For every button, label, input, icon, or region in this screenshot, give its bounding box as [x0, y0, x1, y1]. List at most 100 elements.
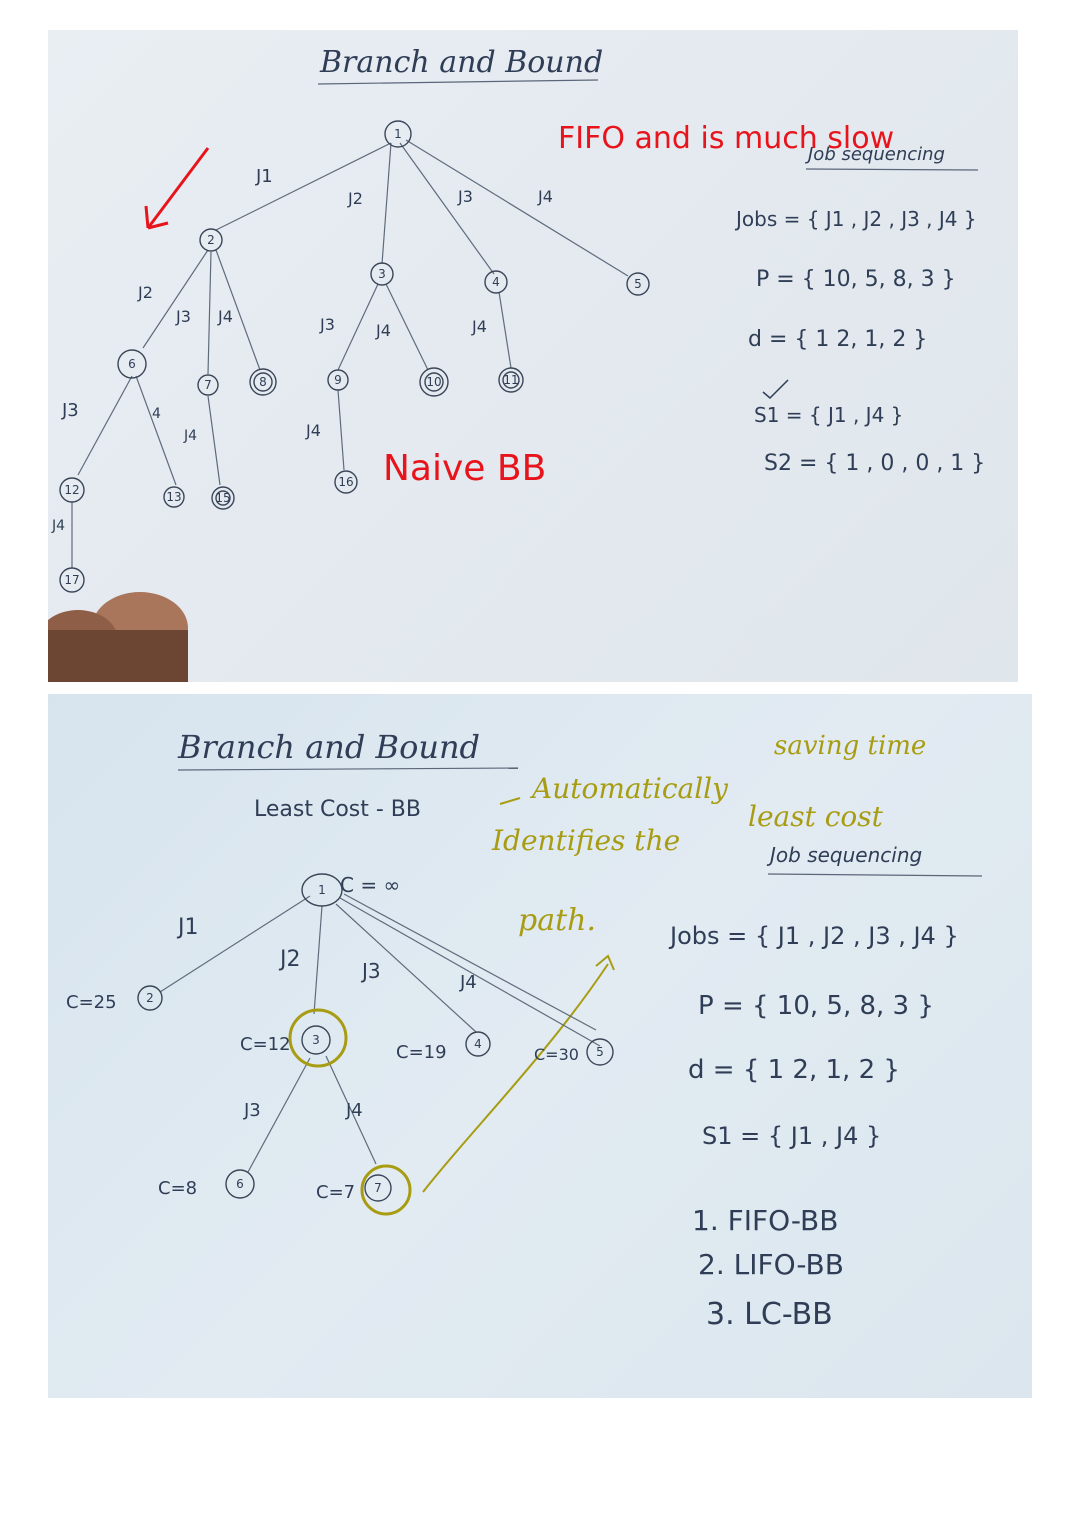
lcbb-tree-diagram: Branch and Bound Least Cost - BB Automat… [66, 728, 983, 1332]
svg-text:17: 17 [64, 573, 79, 587]
presenter-hand [48, 592, 188, 682]
tree-node: 4 [465, 1031, 491, 1057]
tree-node: 7 [360, 1164, 412, 1216]
tree-node: 1 [384, 120, 412, 148]
annotation-dash [499, 797, 521, 805]
svg-text:3: 3 [312, 1033, 320, 1047]
job-sequencing-heading: Job sequencing [766, 843, 922, 867]
tree-node: 5 [586, 1038, 614, 1066]
annotation-automatically: Automatically [529, 772, 729, 805]
edge-label: J2 [278, 947, 301, 972]
svg-text:7: 7 [204, 378, 212, 392]
edge-label: J4 [305, 421, 321, 440]
tree-node: 9 [327, 369, 349, 391]
title-underline [177, 767, 519, 771]
heading-underline [767, 873, 983, 877]
job-sequencing-panel: Job sequencing Jobs = { J1 , J2 , J3 , J… [668, 843, 983, 1332]
edge-label: J3 [360, 959, 381, 983]
svg-text:5: 5 [596, 1045, 604, 1059]
edge-label: J4 [537, 187, 553, 206]
node-costs: C=25 C=12 C=19 C=30 C=8 C=7 [66, 992, 579, 1203]
edge-label: 4 [152, 406, 161, 422]
edge-label: J4 [375, 321, 391, 340]
cost-label: C=19 [396, 1042, 447, 1063]
edge-label: J1 [176, 915, 199, 940]
heading-underline [805, 168, 979, 171]
svg-text:1: 1 [318, 883, 326, 897]
arrowhead-icon [595, 954, 615, 971]
tree-node: 7 [197, 374, 219, 396]
tree-node: 6 [117, 349, 147, 379]
svg-text:16: 16 [338, 475, 353, 489]
jobs-set: Jobs = { J1 , J2 , J3 , J4 } [734, 207, 977, 231]
tree-node: 13 [163, 486, 185, 508]
method-list-item: 1. FIFO-BB [692, 1204, 838, 1237]
tree-node: 2 [137, 985, 163, 1011]
edge-label: J4 [51, 518, 65, 534]
edge-label: J4 [459, 972, 477, 993]
svg-text:12: 12 [64, 483, 79, 497]
svg-text:5: 5 [634, 277, 642, 291]
board1-title: Branch and Bound [319, 45, 603, 80]
checkmark-icon [762, 379, 789, 400]
edge-labels: J1 J2 J3 J4 J2 J3 J4 J3 J4 J4 J3 4 J4 J4… [51, 166, 553, 534]
svg-text:8: 8 [259, 375, 267, 389]
fifo-tree-diagram: Branch and Bound FIFO and is much slow N… [48, 45, 985, 682]
tree-node: 1 [301, 873, 343, 907]
tree-node: 11 [498, 367, 524, 393]
board2-title: Branch and Bound [177, 728, 480, 766]
edge-label: J4 [345, 1100, 363, 1121]
job-sequencing-panel: Job sequencing Jobs = { J1 , J2 , J3 , J… [734, 144, 985, 476]
naive-annotation: Naive BB [383, 448, 546, 489]
solution-vector: S2 = { 1 , 0 , 0 , 1 } [764, 451, 985, 476]
tree-edges [71, 139, 629, 568]
tree-node: 17 [59, 567, 85, 593]
annotation-saving-time: saving time [774, 731, 926, 761]
red-arrow-icon [144, 147, 210, 230]
solution-set: S1 = { J1 , J4 } [702, 1122, 881, 1150]
edge-label: J1 [255, 166, 273, 187]
path-arrow-icon [422, 963, 609, 1193]
edge-label: J4 [471, 317, 487, 336]
board2-subtitle: Least Cost - BB [254, 797, 421, 822]
tree-node: 3 [288, 1008, 348, 1068]
svg-text:11: 11 [503, 373, 518, 387]
svg-text:7: 7 [374, 1181, 382, 1195]
tree-node: 10 [419, 367, 449, 397]
svg-text:3: 3 [378, 267, 386, 281]
annotation-identifies: Identifies the [491, 824, 680, 857]
tree-node: 8 [249, 368, 277, 396]
svg-text:4: 4 [492, 275, 500, 289]
deadline-set: d = { 1 2, 1, 2 } [688, 1055, 900, 1085]
edge-label: J3 [319, 315, 335, 334]
tree-node: 12 [59, 477, 85, 503]
tree-node: 2 [199, 228, 223, 252]
svg-text:1: 1 [394, 127, 402, 141]
edge-label: J2 [137, 283, 153, 302]
method-list-item: 3. LC-BB [706, 1297, 833, 1332]
svg-text:2: 2 [207, 233, 215, 247]
tree-edges [159, 893, 601, 1173]
annotation-path: path. [518, 903, 596, 938]
svg-text:4: 4 [474, 1037, 482, 1051]
job-sequencing-heading: Job sequencing [805, 144, 945, 165]
jobs-set: Jobs = { J1 , J2 , J3 , J4 } [668, 922, 959, 950]
edge-label: J2 [347, 189, 363, 208]
svg-text:9: 9 [334, 373, 342, 387]
whiteboard-fifo: Branch and Bound FIFO and is much slow N… [48, 30, 1018, 682]
svg-text:13: 13 [166, 490, 181, 504]
tree-node: 4 [484, 270, 508, 294]
svg-text:10: 10 [426, 375, 441, 389]
svg-text:15: 15 [215, 491, 230, 505]
cost-label: C=7 [316, 1182, 355, 1203]
edge-label: J4 [183, 428, 197, 444]
edge-label: J4 [217, 307, 233, 326]
whiteboard-lcbb: Branch and Bound Least Cost - BB Automat… [48, 694, 1032, 1398]
svg-text:6: 6 [236, 1177, 244, 1191]
tree-nodes: 1 2 3 4 5 6 7 [137, 873, 614, 1216]
cost-label: C=25 [66, 992, 117, 1013]
tree-node: 16 [334, 470, 358, 494]
annotation-least-cost: least cost [748, 800, 884, 833]
method-list-item: 2. LIFO-BB [698, 1248, 844, 1281]
profit-set: P = { 10, 5, 8, 3 } [756, 267, 956, 292]
